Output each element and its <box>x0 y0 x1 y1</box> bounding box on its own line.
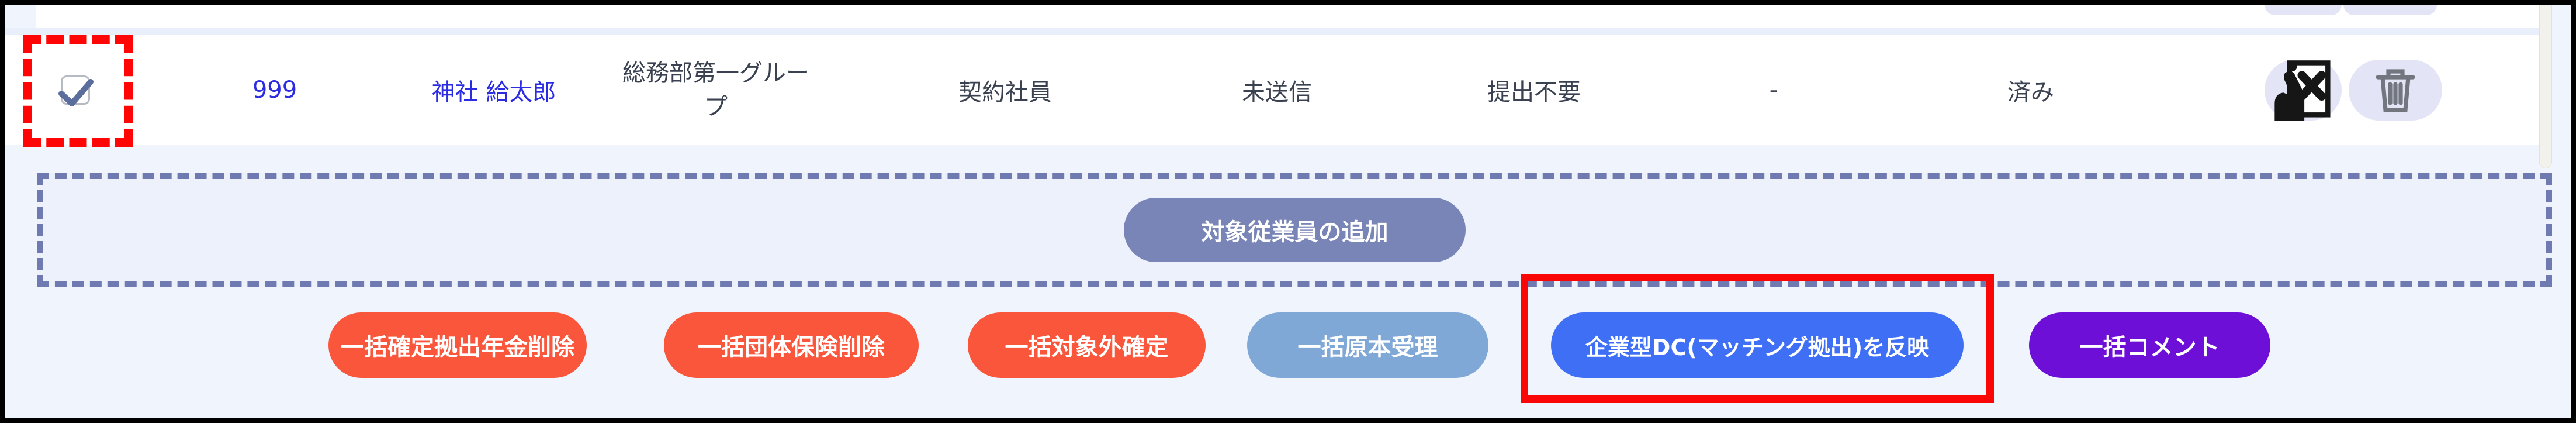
submission-requirement-cell: 提出不要 <box>1391 35 1677 145</box>
vertical-scrollbar-thumb[interactable] <box>2539 5 2552 168</box>
employee-code-cell: 999 <box>146 35 403 145</box>
bulk-delete-group-insurance-button[interactable]: 一括団体保険削除 <box>664 312 919 378</box>
corner-block <box>5 5 36 28</box>
add-employee-dropzone: 対象従業員の追加 <box>37 173 2552 287</box>
employment-type-text: 契約社員 <box>958 78 1052 106</box>
cancel-document-button[interactable] <box>2265 59 2342 121</box>
employee-name-cell: 神社 給太郎 <box>403 35 584 145</box>
employee-name-link[interactable]: 神社 給太郎 <box>431 78 556 106</box>
previous-row-icon-pill-fragment <box>2265 5 2342 15</box>
delete-row-button[interactable] <box>2349 59 2442 121</box>
checkmark-icon <box>58 78 94 106</box>
employment-type-cell: 契約社員 <box>847 35 1163 145</box>
department-text: 総務部第一グループ <box>622 59 809 121</box>
row-select-checkbox[interactable] <box>58 75 94 106</box>
bulk-confirm-exclusion-button[interactable]: 一括対象外確定 <box>968 312 1206 378</box>
row-actions-cell <box>2191 35 2539 145</box>
previous-table-row-fragment <box>5 5 2539 28</box>
department-cell: 総務部第一グループ <box>584 35 847 145</box>
original-copy-text: - <box>1769 76 1778 104</box>
completion-status-text: 済み <box>2007 78 2054 106</box>
row-separator <box>5 28 2539 35</box>
reflect-corporate-dc-button[interactable]: 企業型DC(マッチング拠出)を反映 <box>1551 312 1964 378</box>
row-select-cell <box>5 35 146 145</box>
document-reject-icon <box>2274 60 2331 121</box>
table-row: 999 神社 給太郎 総務部第一グループ 契約社員 未送信 提出不要 - 済み <box>5 35 2539 145</box>
send-status-text: 未送信 <box>1242 78 1312 106</box>
bulk-accept-original-button[interactable]: 一括原本受理 <box>1247 312 1488 378</box>
page-background: 999 神社 給太郎 総務部第一グループ 契約社員 未送信 提出不要 - 済み <box>5 5 2571 418</box>
original-copy-cell: - <box>1677 35 1870 145</box>
send-status-cell: 未送信 <box>1163 35 1391 145</box>
employee-code-link[interactable]: 999 <box>252 76 297 104</box>
trash-icon <box>2376 68 2415 112</box>
bulk-delete-dc-pension-button[interactable]: 一括確定拠出年金削除 <box>328 312 587 378</box>
previous-row-icon-pill-fragment <box>2343 5 2437 15</box>
bulk-comment-button[interactable]: 一括コメント <box>2029 312 2270 378</box>
submission-requirement-text: 提出不要 <box>1487 78 1581 106</box>
completion-status-cell: 済み <box>1870 35 2191 145</box>
add-target-employee-button[interactable]: 対象従業員の追加 <box>1124 198 1466 262</box>
